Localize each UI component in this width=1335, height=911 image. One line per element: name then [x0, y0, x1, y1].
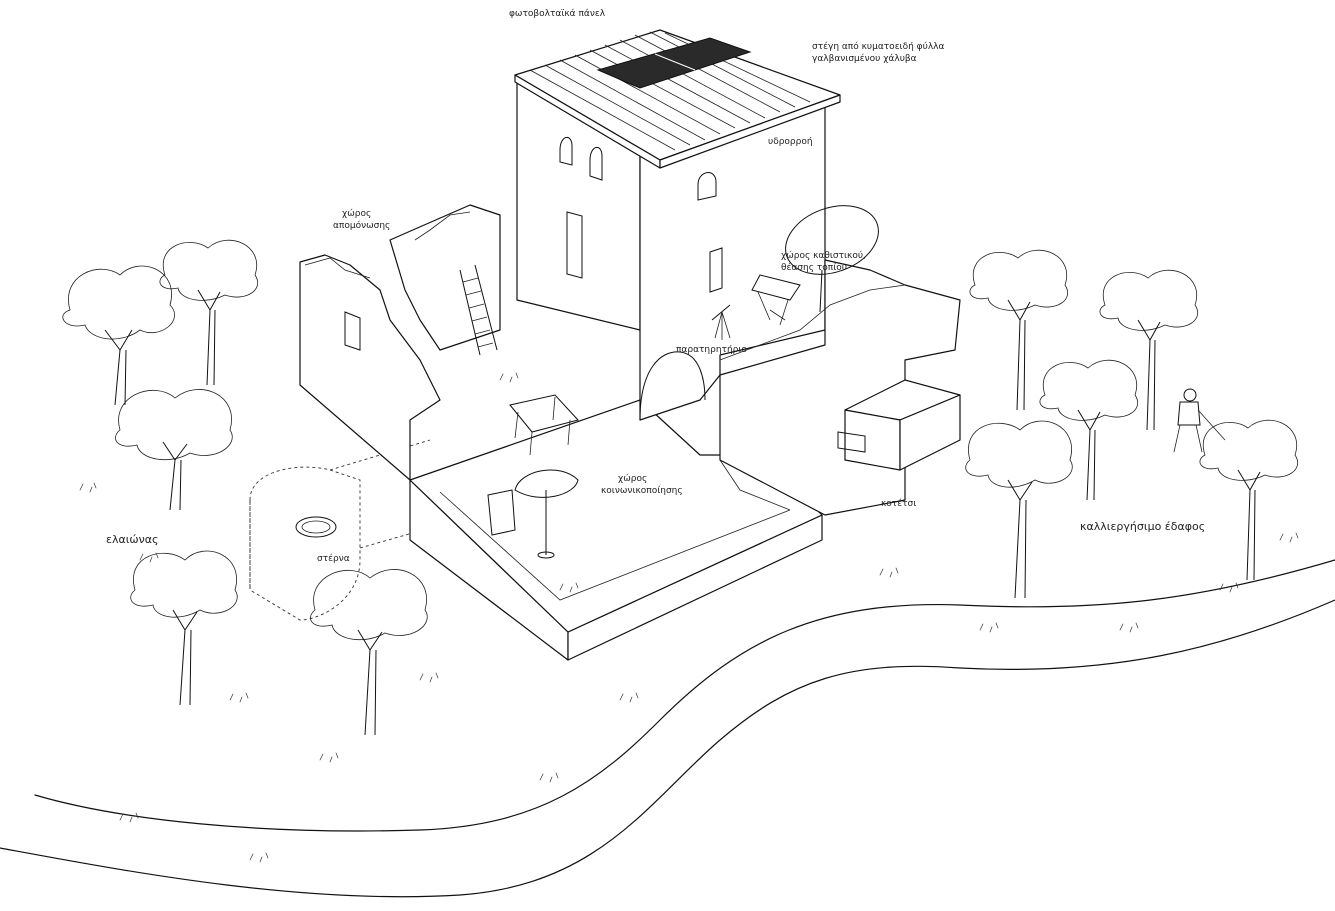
label-isolation-line1: χώρος — [342, 209, 371, 219]
label-gutter: υδρορροή — [768, 137, 813, 147]
label-roof-line1: στέγη από κυματοειδή φύλλα — [812, 42, 944, 52]
label-cistern: στέρνα — [317, 554, 350, 564]
label-social-line2: κοινωνικοποίησης — [601, 486, 683, 496]
olive-tree — [1100, 270, 1198, 430]
olive-tree — [1200, 420, 1298, 580]
label-isolation-line2: απομόνωσης — [333, 221, 390, 231]
ruined-wall-left — [300, 205, 500, 480]
olive-tree — [131, 551, 238, 705]
label-social-line1: χώρος — [618, 474, 647, 484]
label-solar-panels: φωτοβολταϊκά πάνελ — [509, 9, 605, 19]
label-roof-line2: γαλβανισμένου χάλυβα — [812, 54, 917, 64]
label-observatory: παρατηρητήριο — [676, 345, 747, 355]
label-seating-line1: χώρος καθιστικού, — [781, 251, 866, 261]
olive-tree — [115, 389, 232, 510]
olive-tree — [1040, 360, 1138, 500]
label-olive-grove: ελαιώνας — [106, 534, 159, 547]
label-coop: κοτέτσι — [881, 499, 916, 509]
olive-tree — [966, 421, 1073, 598]
farmer — [1174, 389, 1225, 452]
olive-tree — [63, 266, 175, 405]
label-farmland: καλλιεργήσιμο έδαφος — [1080, 521, 1205, 534]
label-seating-line2: θέασης τοπίου — [781, 263, 847, 273]
olive-tree — [970, 250, 1068, 410]
olive-tree — [310, 569, 427, 735]
